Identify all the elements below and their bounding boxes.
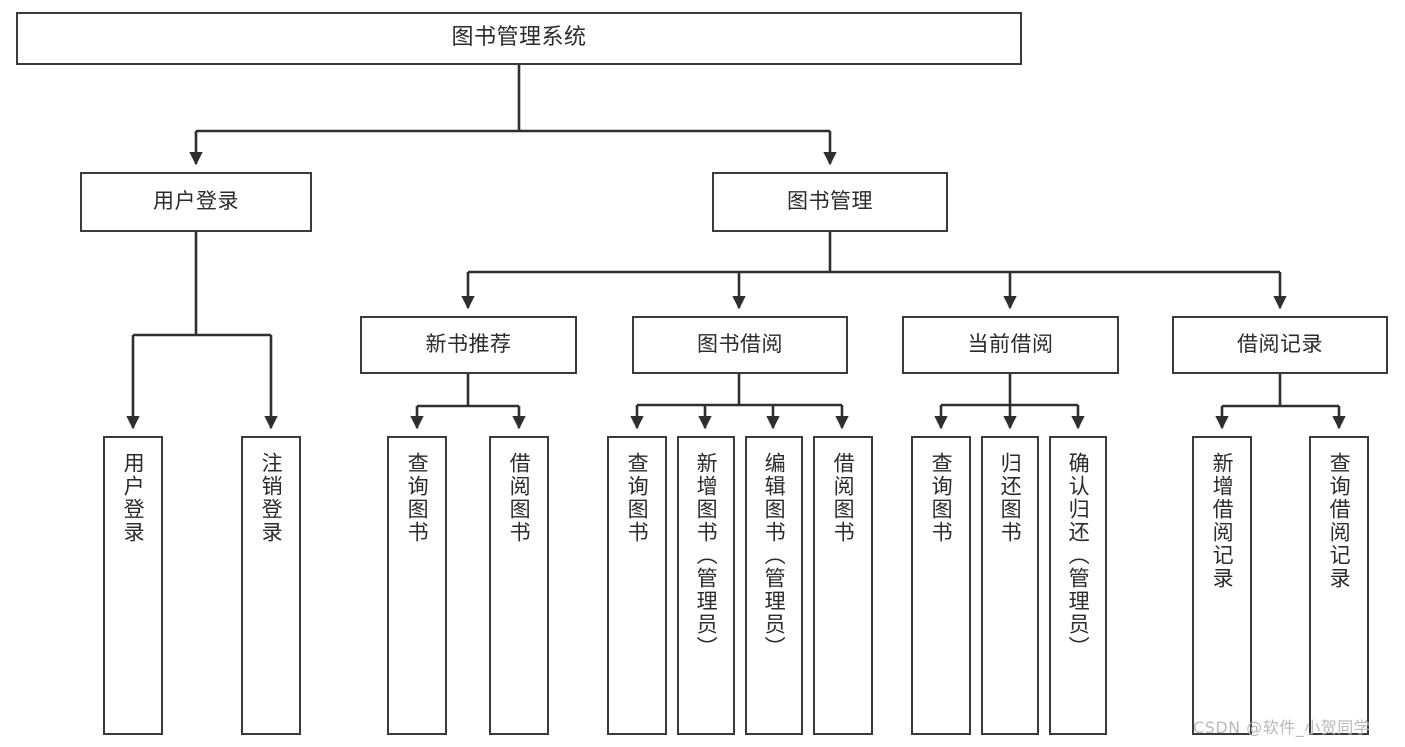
leaf-borrow-book-recommend[interactable]: 借阅图书 [489, 436, 549, 735]
node-root-system[interactable]: 图书管理系统 [16, 12, 1022, 65]
leaf-add-book-admin[interactable]: 新增图书（管理员） [677, 436, 735, 735]
node-label: 借阅图书 [831, 452, 856, 544]
node-label: 用户登录 [121, 452, 146, 544]
node-label: 用户登录 [153, 189, 239, 214]
node-label: 查询图书 [625, 452, 650, 544]
node-book-management[interactable]: 图书管理 [712, 172, 948, 232]
node-current-borrow[interactable]: 当前借阅 [902, 316, 1119, 374]
node-user-login[interactable]: 用户登录 [80, 172, 312, 232]
node-label: 查询图书 [405, 452, 430, 544]
leaf-query-book-current[interactable]: 查询图书 [911, 436, 971, 735]
leaf-query-book-recommend[interactable]: 查询图书 [387, 436, 447, 735]
node-label: 查询图书 [929, 452, 954, 544]
node-label: 归还图书 [998, 452, 1023, 544]
leaf-add-borrow-record[interactable]: 新增借阅记录 [1192, 436, 1252, 735]
leaf-edit-book-admin[interactable]: 编辑图书（管理员） [745, 436, 803, 735]
leaf-confirm-return-admin[interactable]: 确认归还（管理员） [1049, 436, 1107, 735]
leaf-logout[interactable]: 注销登录 [241, 436, 301, 735]
csdn-watermark: CSDN @软件_小贺同学 [1193, 718, 1371, 737]
leaf-query-borrow-record[interactable]: 查询借阅记录 [1309, 436, 1369, 735]
node-label: 注销登录 [259, 452, 284, 544]
node-label: 图书管理系统 [451, 25, 587, 51]
leaf-return-book[interactable]: 归还图书 [981, 436, 1039, 735]
node-label: 确认归还（管理员） [1066, 452, 1091, 659]
node-label: 借阅记录 [1237, 332, 1323, 357]
node-label: 新书推荐 [425, 332, 512, 357]
node-label: 新增借阅记录 [1210, 452, 1235, 590]
node-label: 编辑图书（管理员） [762, 452, 787, 659]
leaf-query-book-borrow[interactable]: 查询图书 [607, 436, 667, 735]
node-book-borrow[interactable]: 图书借阅 [632, 316, 848, 374]
node-label: 图书管理 [787, 189, 873, 214]
node-label: 图书借阅 [697, 332, 783, 357]
node-label: 查询借阅记录 [1327, 452, 1352, 590]
node-borrow-record[interactable]: 借阅记录 [1172, 316, 1388, 374]
node-new-book-recommend[interactable]: 新书推荐 [360, 316, 577, 374]
node-label: 新增图书（管理员） [694, 452, 719, 659]
leaf-user-login[interactable]: 用户登录 [103, 436, 163, 735]
node-label: 当前借阅 [967, 332, 1054, 357]
leaf-borrow-book-borrow[interactable]: 借阅图书 [813, 436, 873, 735]
node-label: 借阅图书 [507, 452, 532, 544]
